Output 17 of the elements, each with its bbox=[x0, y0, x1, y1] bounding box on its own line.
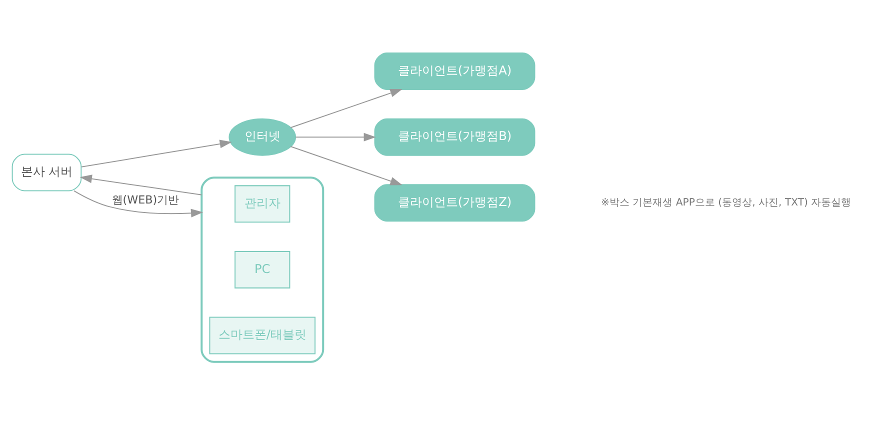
node-box: 본사 서버 bbox=[12, 154, 82, 192]
label: ※박스 기본재생 APP으로 (동영상, 사진, TXT) 자동실행 bbox=[600, 197, 852, 208]
arrow bbox=[296, 132, 376, 142]
node-box: 스마트폰/태블릿 bbox=[209, 316, 316, 354]
arrow bbox=[290, 146, 402, 186]
arrow bbox=[80, 174, 202, 196]
edge-label: 웹(WEB)기반 bbox=[112, 194, 180, 207]
node-box: 클라이언트(가맹점B) bbox=[374, 118, 536, 156]
cluster bbox=[200, 176, 324, 363]
node-box: 클라이언트(가맹점A) bbox=[374, 52, 536, 90]
node-box: 클라이언트(가맹점Z) bbox=[374, 184, 536, 222]
arrow bbox=[290, 88, 402, 128]
node-box: PC bbox=[234, 250, 290, 288]
arrow bbox=[74, 190, 204, 218]
node-box: 관리자 bbox=[234, 185, 290, 223]
arrow bbox=[82, 140, 232, 168]
node-ellipse: 인터넷 bbox=[228, 118, 296, 156]
